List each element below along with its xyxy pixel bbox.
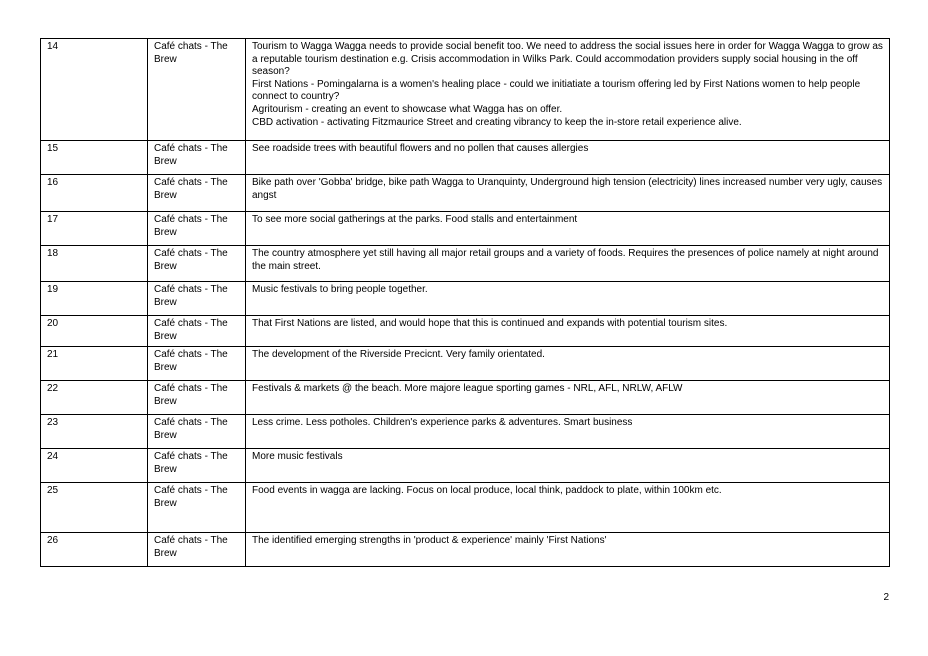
row-comment: Music festivals to bring people together… (245, 281, 890, 316)
comment-line: Agritourism - creating an event to showc… (252, 103, 563, 115)
table-row: 16 Café chats - The Brew Bike path over … (40, 174, 890, 212)
row-source: Café chats - The Brew (147, 211, 246, 246)
table-row: 21 Café chats - The Brew The development… (40, 346, 890, 382)
comment-line: CBD activation - activating Fitzmaurice … (252, 116, 742, 128)
row-comment: Festivals & markets @ the beach. More ma… (245, 380, 890, 416)
table-row: 25 Café chats - The Brew Food events in … (40, 482, 890, 534)
table-row: 23 Café chats - The Brew Less crime. Les… (40, 414, 890, 450)
table-row: 20 Café chats - The Brew That First Nati… (40, 314, 890, 348)
comment-line: That First Nations are listed, and would… (252, 318, 728, 329)
table-row: 17 Café chats - The Brew To see more soc… (40, 211, 890, 246)
row-source: Café chats - The Brew (147, 532, 246, 568)
comment-line: Bike path over 'Gobba' bridge, bike path… (252, 177, 883, 201)
row-source: Café chats - The Brew (147, 448, 246, 484)
row-source: Café chats - The Brew (147, 482, 246, 534)
row-comment: Bike path over 'Gobba' bridge, bike path… (245, 174, 890, 212)
table-row: 15 Café chats - The Brew See roadside tr… (40, 140, 890, 175)
row-number: 22 (40, 380, 148, 416)
row-number: 24 (40, 448, 148, 484)
table-row: 26 Café chats - The Brew The identified … (40, 532, 890, 568)
row-number: 26 (40, 532, 148, 568)
row-comment: The identified emerging strengths in 'pr… (245, 532, 890, 568)
table-row: 22 Café chats - The Brew Festivals & mar… (40, 380, 890, 416)
row-number: 19 (40, 281, 148, 316)
row-comment: The country atmosphere yet still having … (245, 245, 890, 282)
table-row: 18 Café chats - The Brew The country atm… (40, 245, 890, 282)
row-number: 16 (40, 174, 148, 212)
row-source: Café chats - The Brew (147, 414, 246, 450)
row-number: 21 (40, 346, 148, 382)
row-source: Café chats - The Brew (147, 346, 246, 382)
page-number: 2 (883, 592, 889, 603)
comment-line: The country atmosphere yet still having … (252, 248, 879, 272)
row-source: Café chats - The Brew (147, 380, 246, 416)
comment-line: The identified emerging strengths in 'pr… (252, 535, 607, 547)
row-comment: More music festivals (245, 448, 890, 484)
table-row: 19 Café chats - The Brew Music festivals… (40, 281, 890, 316)
row-number: 25 (40, 482, 148, 534)
table-row: 14 Café chats - The Brew Tourism to Wagg… (40, 38, 890, 141)
comments-table-body: 14 Café chats - The Brew Tourism to Wagg… (40, 38, 890, 568)
row-source: Café chats - The Brew (147, 281, 246, 316)
row-number: 15 (40, 140, 148, 175)
row-source: Café chats - The Brew (147, 245, 246, 282)
table-row: 24 Café chats - The Brew More music fest… (40, 448, 890, 484)
row-comment: That First Nations are listed, and would… (245, 314, 890, 348)
comment-line: To see more social gatherings at the par… (252, 214, 578, 225)
comment-line: First Nations - Pomingalarna is a women'… (252, 78, 861, 103)
row-comment: To see more social gatherings at the par… (245, 211, 890, 246)
comment-line: Food events in wagga are lacking. Focus … (252, 485, 722, 497)
row-source: Café chats - The Brew (147, 314, 246, 348)
row-comment: The development of the Riverside Precicn… (245, 346, 890, 382)
row-source: Café chats - The Brew (147, 140, 246, 175)
comment-line: Tourism to Wagga Wagga needs to provide … (252, 41, 883, 78)
row-comment: See roadside trees with beautiful flower… (245, 140, 890, 175)
comment-line: See roadside trees with beautiful flower… (252, 143, 589, 154)
row-comment: Food events in wagga are lacking. Focus … (245, 482, 890, 534)
comments-table: 14 Café chats - The Brew Tourism to Wagg… (40, 38, 890, 568)
row-source: Café chats - The Brew (147, 38, 246, 141)
row-number: 14 (40, 38, 148, 141)
comment-line: Festivals & markets @ the beach. More ma… (252, 383, 683, 395)
comment-line: Music festivals to bring people together… (252, 284, 428, 295)
row-number: 18 (40, 245, 148, 282)
row-comment: Less crime. Less potholes. Children's ex… (245, 414, 890, 450)
comment-line: More music festivals (252, 451, 343, 463)
row-number: 17 (40, 211, 148, 246)
row-comment: Tourism to Wagga Wagga needs to provide … (245, 38, 890, 141)
comment-line: The development of the Riverside Precicn… (252, 349, 545, 361)
row-source: Café chats - The Brew (147, 174, 246, 212)
comment-line: Less crime. Less potholes. Children's ex… (252, 417, 633, 429)
row-number: 20 (40, 314, 148, 348)
row-number: 23 (40, 414, 148, 450)
